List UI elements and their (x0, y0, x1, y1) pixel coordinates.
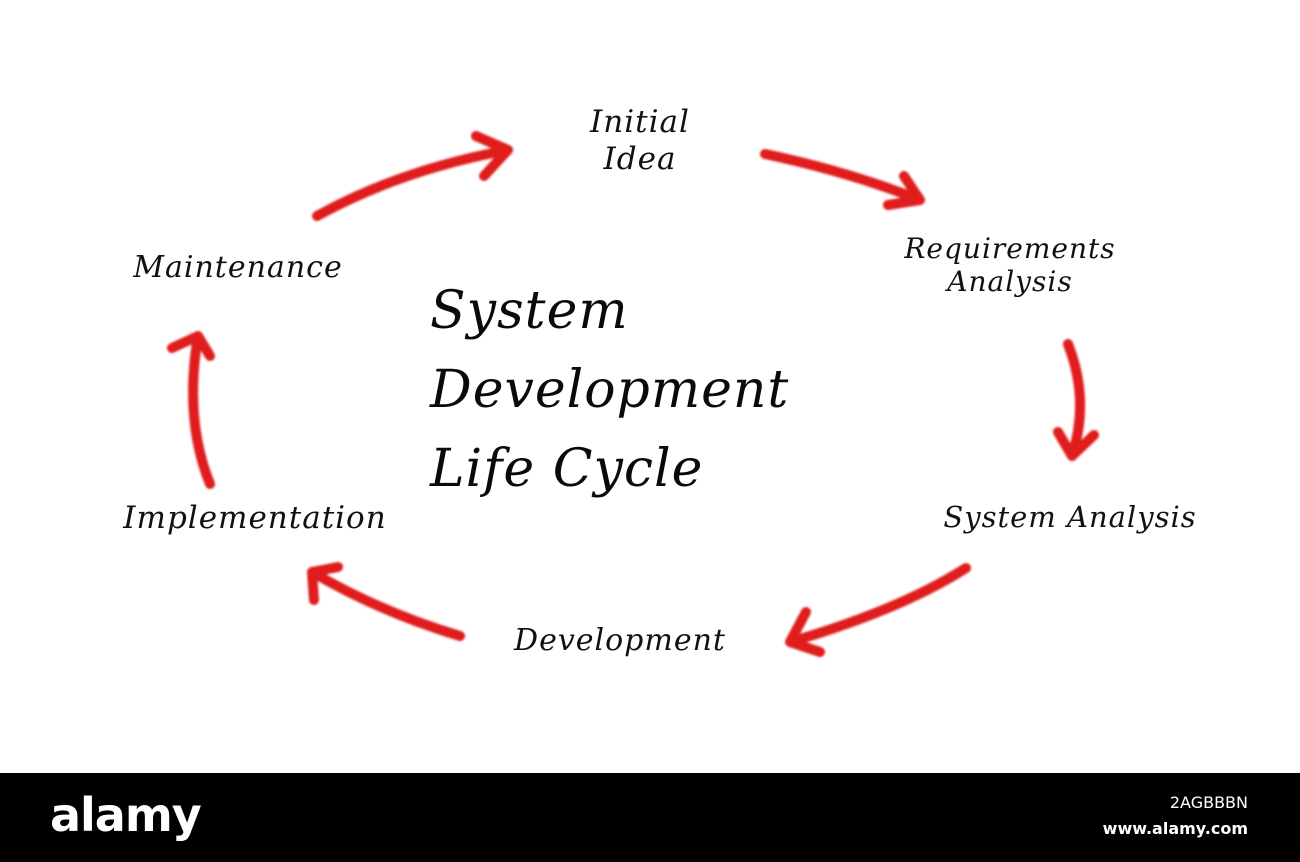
center-title: System Development Life Cycle (430, 272, 990, 509)
cycle-arrows (167, 131, 1099, 657)
stage-system-analysis: System Analysis (885, 500, 1255, 534)
stage-development-line-1: Development (514, 623, 726, 658)
arrow-initial-to-requirements (760, 149, 925, 210)
arrow-implementation-to-maintenance (167, 331, 215, 489)
stage-requirements-analysis-line-1: Requirements (904, 232, 1116, 265)
arrow-development-to-implementation (307, 562, 465, 641)
stage-requirements-analysis-line-2: Analysis (947, 265, 1073, 299)
stage-requirements-analysis: Requirements Analysis (845, 232, 1175, 298)
center-title-line-2: Development (430, 360, 790, 420)
arrow-requirements-to-system-analysis (1053, 339, 1099, 461)
stage-initial-idea-line-2: Idea (603, 140, 677, 177)
image-id-label: 2AGBBBN (1169, 793, 1248, 812)
stage-initial-idea: Initial Idea (530, 104, 750, 177)
stage-implementation: Implementation (60, 500, 450, 537)
sdlc-cycle-diagram: Initial Idea Requirements Analysis Syste… (60, 104, 1255, 658)
stage-implementation-line-1: Implementation (123, 500, 387, 536)
stage-maintenance-line-1: Maintenance (133, 250, 343, 285)
arrow-maintenance-to-initial (312, 131, 513, 221)
arrow-system-analysis-to-development (785, 563, 971, 657)
alamy-logo: alamy (50, 788, 202, 842)
watermark-footer-bar: alamy 2AGBBBN www.alamy.com (0, 773, 1300, 862)
stage-initial-idea-line-1: Initial (590, 104, 690, 140)
stage-development: Development (470, 623, 770, 658)
stage-system-analysis-line-1: System Analysis (943, 500, 1197, 534)
site-url-label: www.alamy.com (1102, 819, 1248, 838)
center-title-line-3: Life Cycle (430, 439, 704, 499)
center-title-line-1: System (430, 281, 629, 341)
stage-maintenance: Maintenance (78, 250, 398, 285)
